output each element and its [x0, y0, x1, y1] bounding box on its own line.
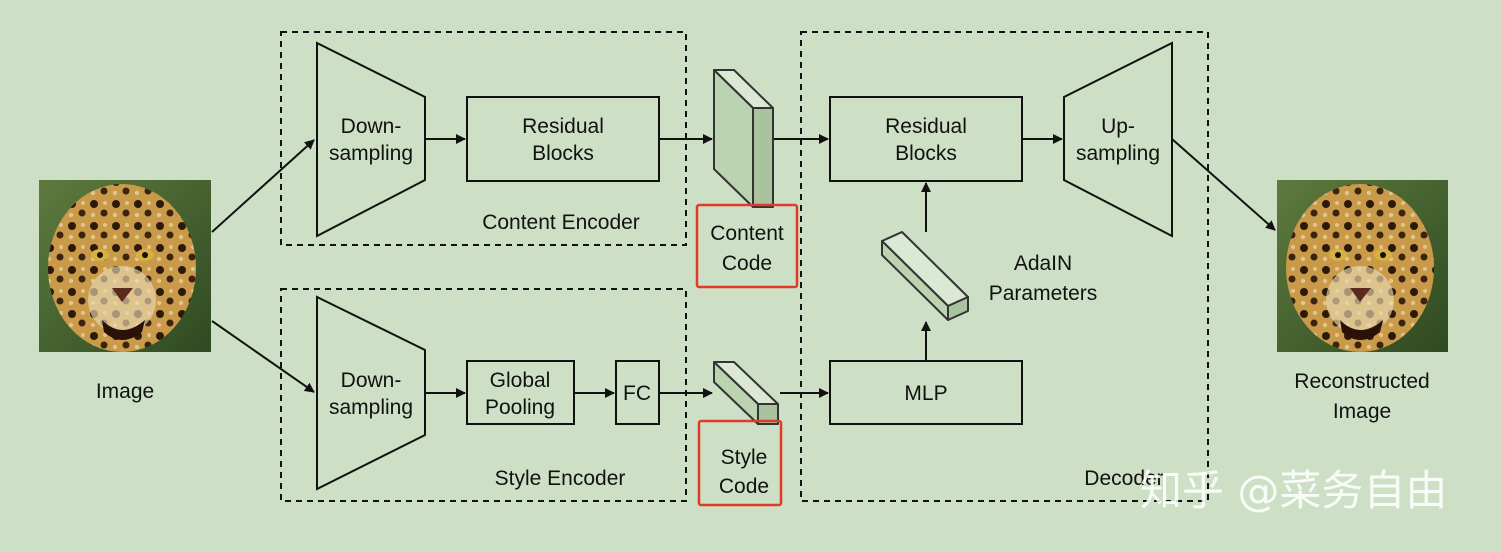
upsampling-line2: sampling	[1076, 142, 1160, 165]
content-residual-line1: Residual	[522, 115, 604, 138]
output-image-label-line1: Reconstructed	[1294, 370, 1429, 393]
content-code-cube	[713, 69, 774, 208]
decoder-group	[800, 31, 1209, 502]
mlp-label: MLP	[904, 382, 947, 405]
input-image-label: Image	[96, 380, 154, 403]
decoder-label: Decoder	[1084, 467, 1163, 490]
global-pooling-box	[466, 360, 575, 425]
content-downsampling-line1: Down-	[341, 115, 402, 138]
content-residual-line2: Blocks	[532, 142, 594, 165]
content-residual-box	[466, 96, 660, 182]
style-code-line2: Code	[719, 475, 769, 498]
output-image-label-line2: Image	[1333, 400, 1391, 423]
content-downsampling-line2: sampling	[329, 142, 413, 165]
decoder-residual-line2: Blocks	[895, 142, 957, 165]
arrow-image-to-content-down	[211, 139, 315, 233]
style-downsampling-line2: sampling	[329, 396, 413, 419]
arrow-image-to-style-down	[211, 320, 315, 393]
style-code-line1: Style	[721, 446, 768, 469]
content-downsampling-trapezoid	[316, 41, 426, 238]
decoder-residual-line1: Residual	[885, 115, 967, 138]
upsampling-trapezoid	[1063, 41, 1173, 238]
mlp-box	[829, 360, 1023, 425]
content-code-line1: Content	[710, 222, 784, 245]
input-image	[39, 180, 211, 352]
style-downsampling-trapezoid	[316, 295, 426, 491]
style-encoder-group	[280, 288, 687, 502]
global-pooling-line2: Pooling	[485, 396, 555, 419]
adain-line2: Parameters	[989, 282, 1098, 305]
adain-line1: AdaIN	[1014, 252, 1072, 275]
fc-box	[615, 360, 660, 425]
output-image	[1277, 180, 1448, 352]
style-encoder-label: Style Encoder	[495, 467, 626, 490]
decoder-residual-box	[829, 96, 1023, 182]
content-code-line2: Code	[722, 252, 772, 275]
fc-label: FC	[623, 382, 651, 405]
style-code-highlight	[697, 419, 783, 507]
content-encoder-label: Content Encoder	[482, 211, 640, 234]
content-code-highlight	[695, 203, 799, 289]
arrow-upsampling-to-output	[1171, 138, 1276, 231]
style-code-cube	[713, 361, 779, 425]
adain-parameters-cube	[881, 231, 969, 321]
upsampling-line1: Up-	[1101, 115, 1135, 138]
global-pooling-line1: Global	[490, 369, 551, 392]
watermark: 知乎 @菜务自由	[1140, 466, 1447, 515]
style-downsampling-line1: Down-	[341, 369, 402, 392]
connector-arrows	[211, 134, 1276, 398]
